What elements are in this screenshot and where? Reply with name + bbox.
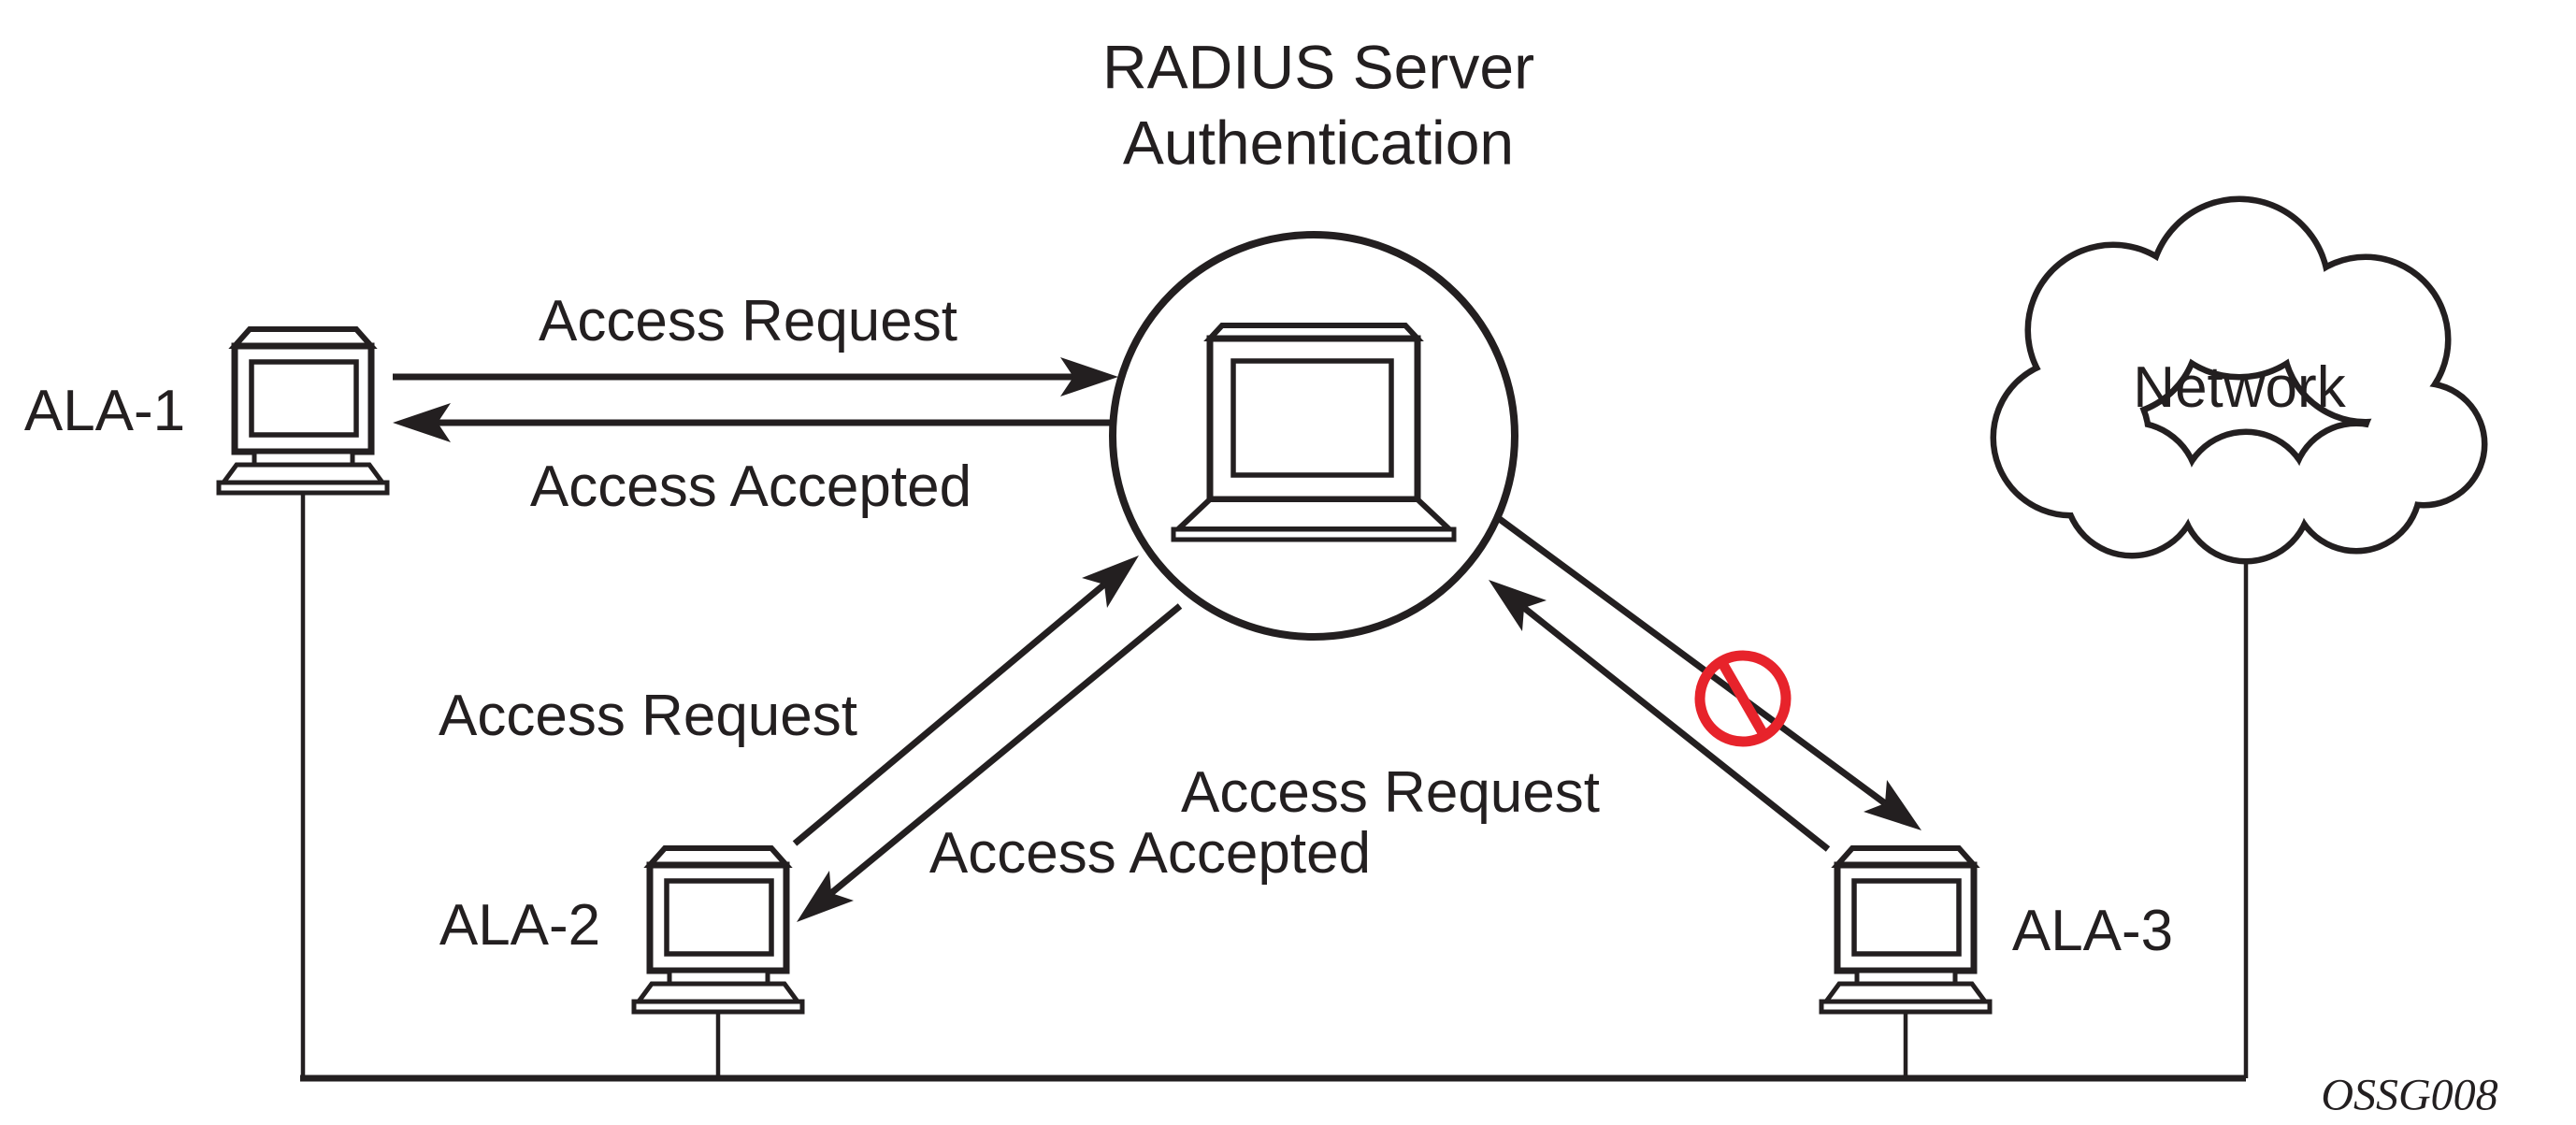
figure-code: OSSG008 (2321, 1070, 2498, 1120)
ala2-computer-icon (634, 848, 802, 1012)
diagram-title-line1: RADIUS Server (1101, 32, 1535, 102)
access-request-label-ala1: Access Request (539, 288, 957, 353)
laptop-icon (1171, 323, 1457, 542)
ala1-label: ALA-1 (23, 378, 186, 443)
access-request-return-arrow-ala3 (1489, 580, 1831, 852)
access-request-label-ala2: Access Request (439, 683, 857, 748)
ala2-label: ALA-2 (439, 892, 601, 958)
access-request-arrow-ala1 (393, 357, 1118, 397)
ala1-computer-icon (219, 329, 387, 493)
radius-server-node (1109, 231, 1518, 641)
ala3-label: ALA-3 (2011, 898, 2174, 963)
diagram-title: RADIUS Server Authentication (1102, 29, 1534, 180)
access-request-arrow-ala3-denied (1494, 514, 1921, 830)
network-cloud-icon (1990, 195, 2488, 565)
access-accepted-label-ala2: Access Accepted (928, 820, 1372, 886)
no-entry-icon (1694, 650, 1792, 747)
lan-bus-line (300, 493, 2249, 1082)
access-accepted-label-ala1: Access Accepted (529, 454, 972, 519)
access-request-label-ala3: Access Request (1181, 759, 1600, 825)
access-accepted-arrow-ala2 (797, 603, 1183, 922)
ala3-computer-icon (1821, 848, 1990, 1012)
diagram-title-line2: Authentication (1122, 108, 1515, 177)
access-request-arrow-ala2 (792, 555, 1139, 846)
network-label: Network (2133, 354, 2346, 420)
access-accepted-arrow-ala1 (393, 403, 1113, 442)
